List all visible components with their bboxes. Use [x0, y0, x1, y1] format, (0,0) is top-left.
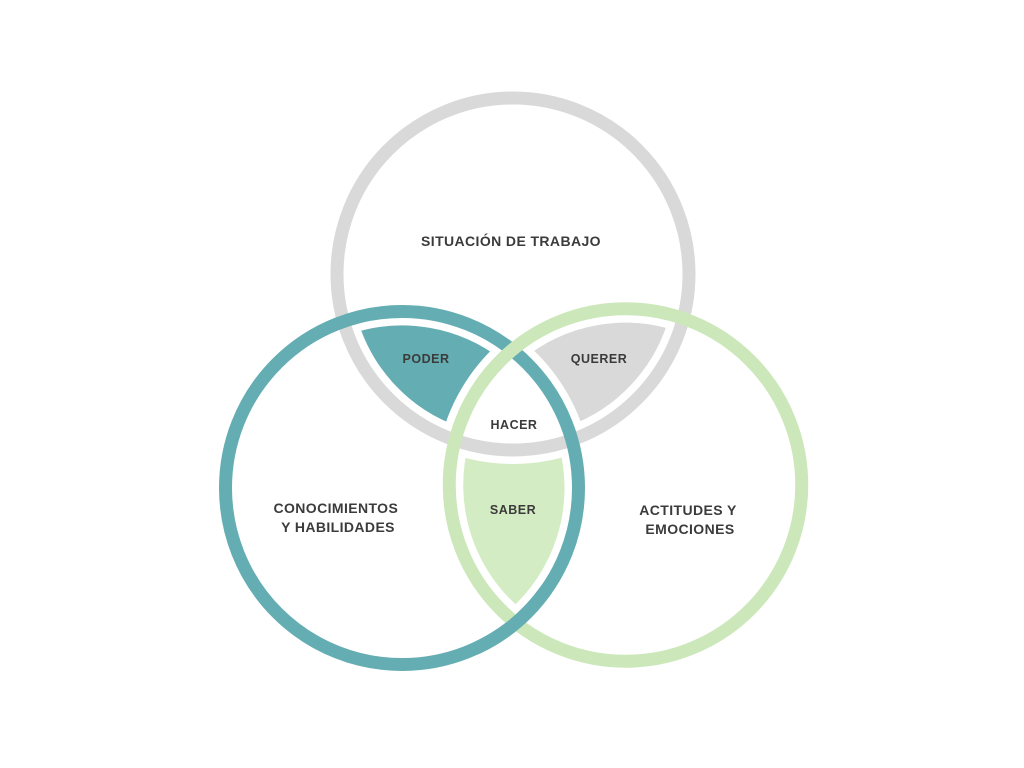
- right-circle-label-line2: EMOCIONES: [645, 521, 734, 537]
- left-circle-label-line1: CONOCIMIENTOS: [273, 500, 398, 516]
- left-circle-label-line2: Y HABILIDADES: [281, 519, 395, 535]
- saber-region-label: SABER: [490, 503, 536, 517]
- querer-region-label: QUERER: [571, 352, 627, 366]
- top-circle-label: SITUACIÓN DE TRABAJO: [421, 232, 601, 249]
- right-circle-outline: [442, 302, 809, 668]
- right-circle-label: ACTITUDES Y EMOCIONES: [639, 502, 741, 537]
- hacer-region-label: HACER: [491, 418, 538, 432]
- poder-region-label: PODER: [403, 352, 450, 366]
- saber-region: [435, 425, 593, 637]
- left-circle-label: CONOCIMIENTOS Y HABILIDADES: [273, 500, 402, 535]
- left-circle-outline: [219, 305, 585, 671]
- top-circle-outline: [330, 91, 696, 457]
- right-circle-label-line1: ACTITUDES Y: [639, 502, 737, 518]
- left-circle-weave-patch: [473, 585, 552, 654]
